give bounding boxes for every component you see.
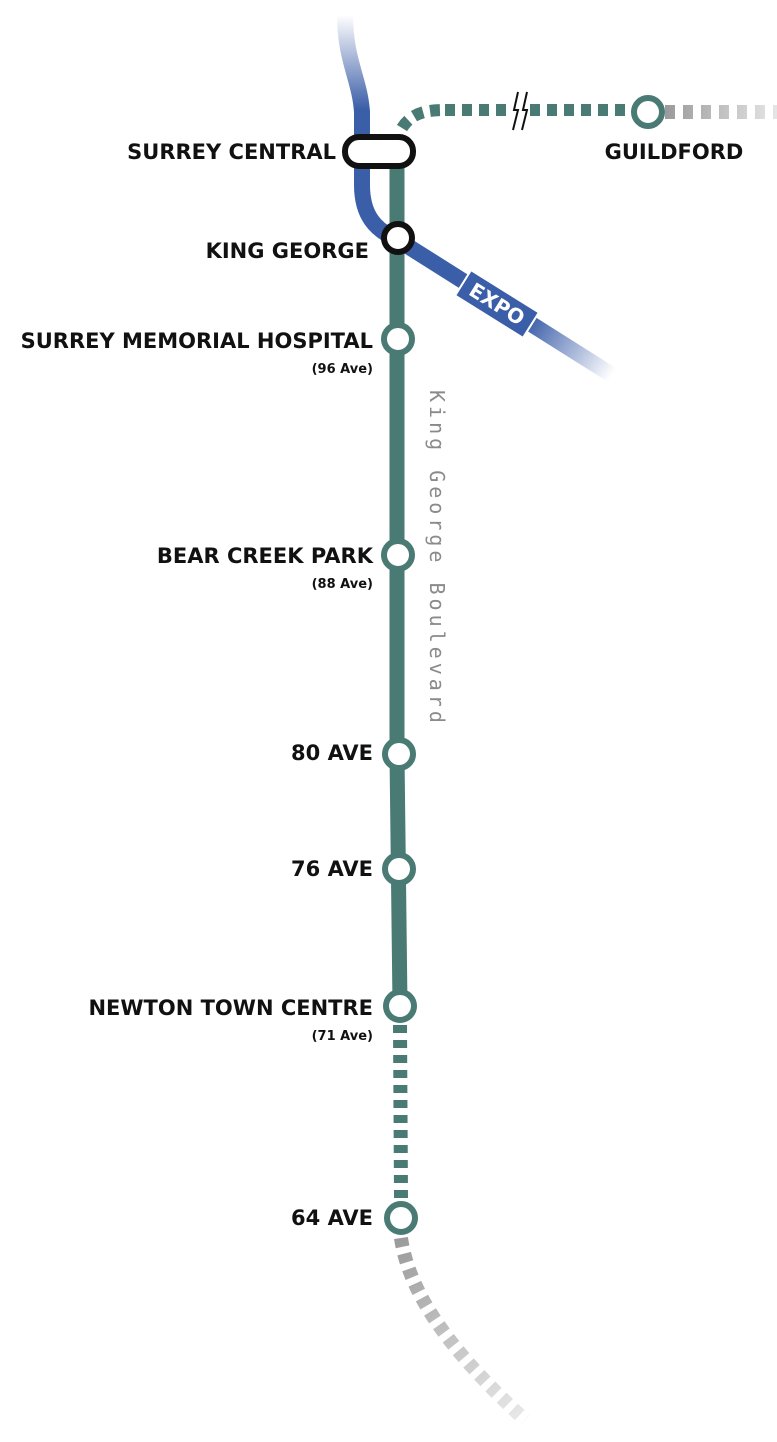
expo-line-badge: EXPO — [453, 268, 541, 340]
newton-station-marker[interactable] — [383, 989, 417, 1023]
bear-creek-station-marker[interactable] — [381, 538, 415, 572]
newton-sublabel: (71 Ave) — [312, 1029, 373, 1044]
king-george-label: KING GEORGE — [206, 239, 369, 263]
surrey-memorial-station-marker[interactable] — [381, 322, 415, 356]
ave80-label: 80 AVE — [291, 741, 373, 765]
line-break-icon — [512, 91, 529, 131]
newton-label: NEWTON TOWN CENTRE — [88, 996, 373, 1020]
guildford-label: GUILDFORD — [605, 140, 744, 164]
bear-creek-sublabel: (88 Ave) — [312, 577, 373, 592]
ave76-label: 76 AVE — [291, 857, 373, 881]
surrey-line-south-dashed — [393, 1024, 408, 1199]
surrey-central-interchange-marker[interactable] — [342, 134, 416, 169]
street-label: King George Boulevard — [425, 390, 449, 727]
future-extension-south — [394, 1236, 530, 1426]
expo-line-north — [337, 14, 370, 150]
surrey-memorial-label: SURREY MEMORIAL HOSPITAL — [21, 329, 373, 353]
guildford-branch-curve — [396, 104, 446, 132]
ave76-station-marker[interactable] — [382, 852, 416, 886]
ave64-station-marker[interactable] — [384, 1201, 418, 1235]
ave80-station-marker[interactable] — [382, 737, 416, 771]
guildford-station-marker[interactable] — [631, 95, 665, 129]
bear-creek-label: BEAR CREEK PARK — [157, 544, 374, 568]
king-george-station-marker[interactable] — [381, 221, 415, 255]
surrey-central-label: SURREY CENTRAL — [127, 140, 336, 164]
ave64-label: 64 AVE — [291, 1206, 373, 1230]
surrey-memorial-sublabel: (96 Ave) — [312, 362, 373, 377]
